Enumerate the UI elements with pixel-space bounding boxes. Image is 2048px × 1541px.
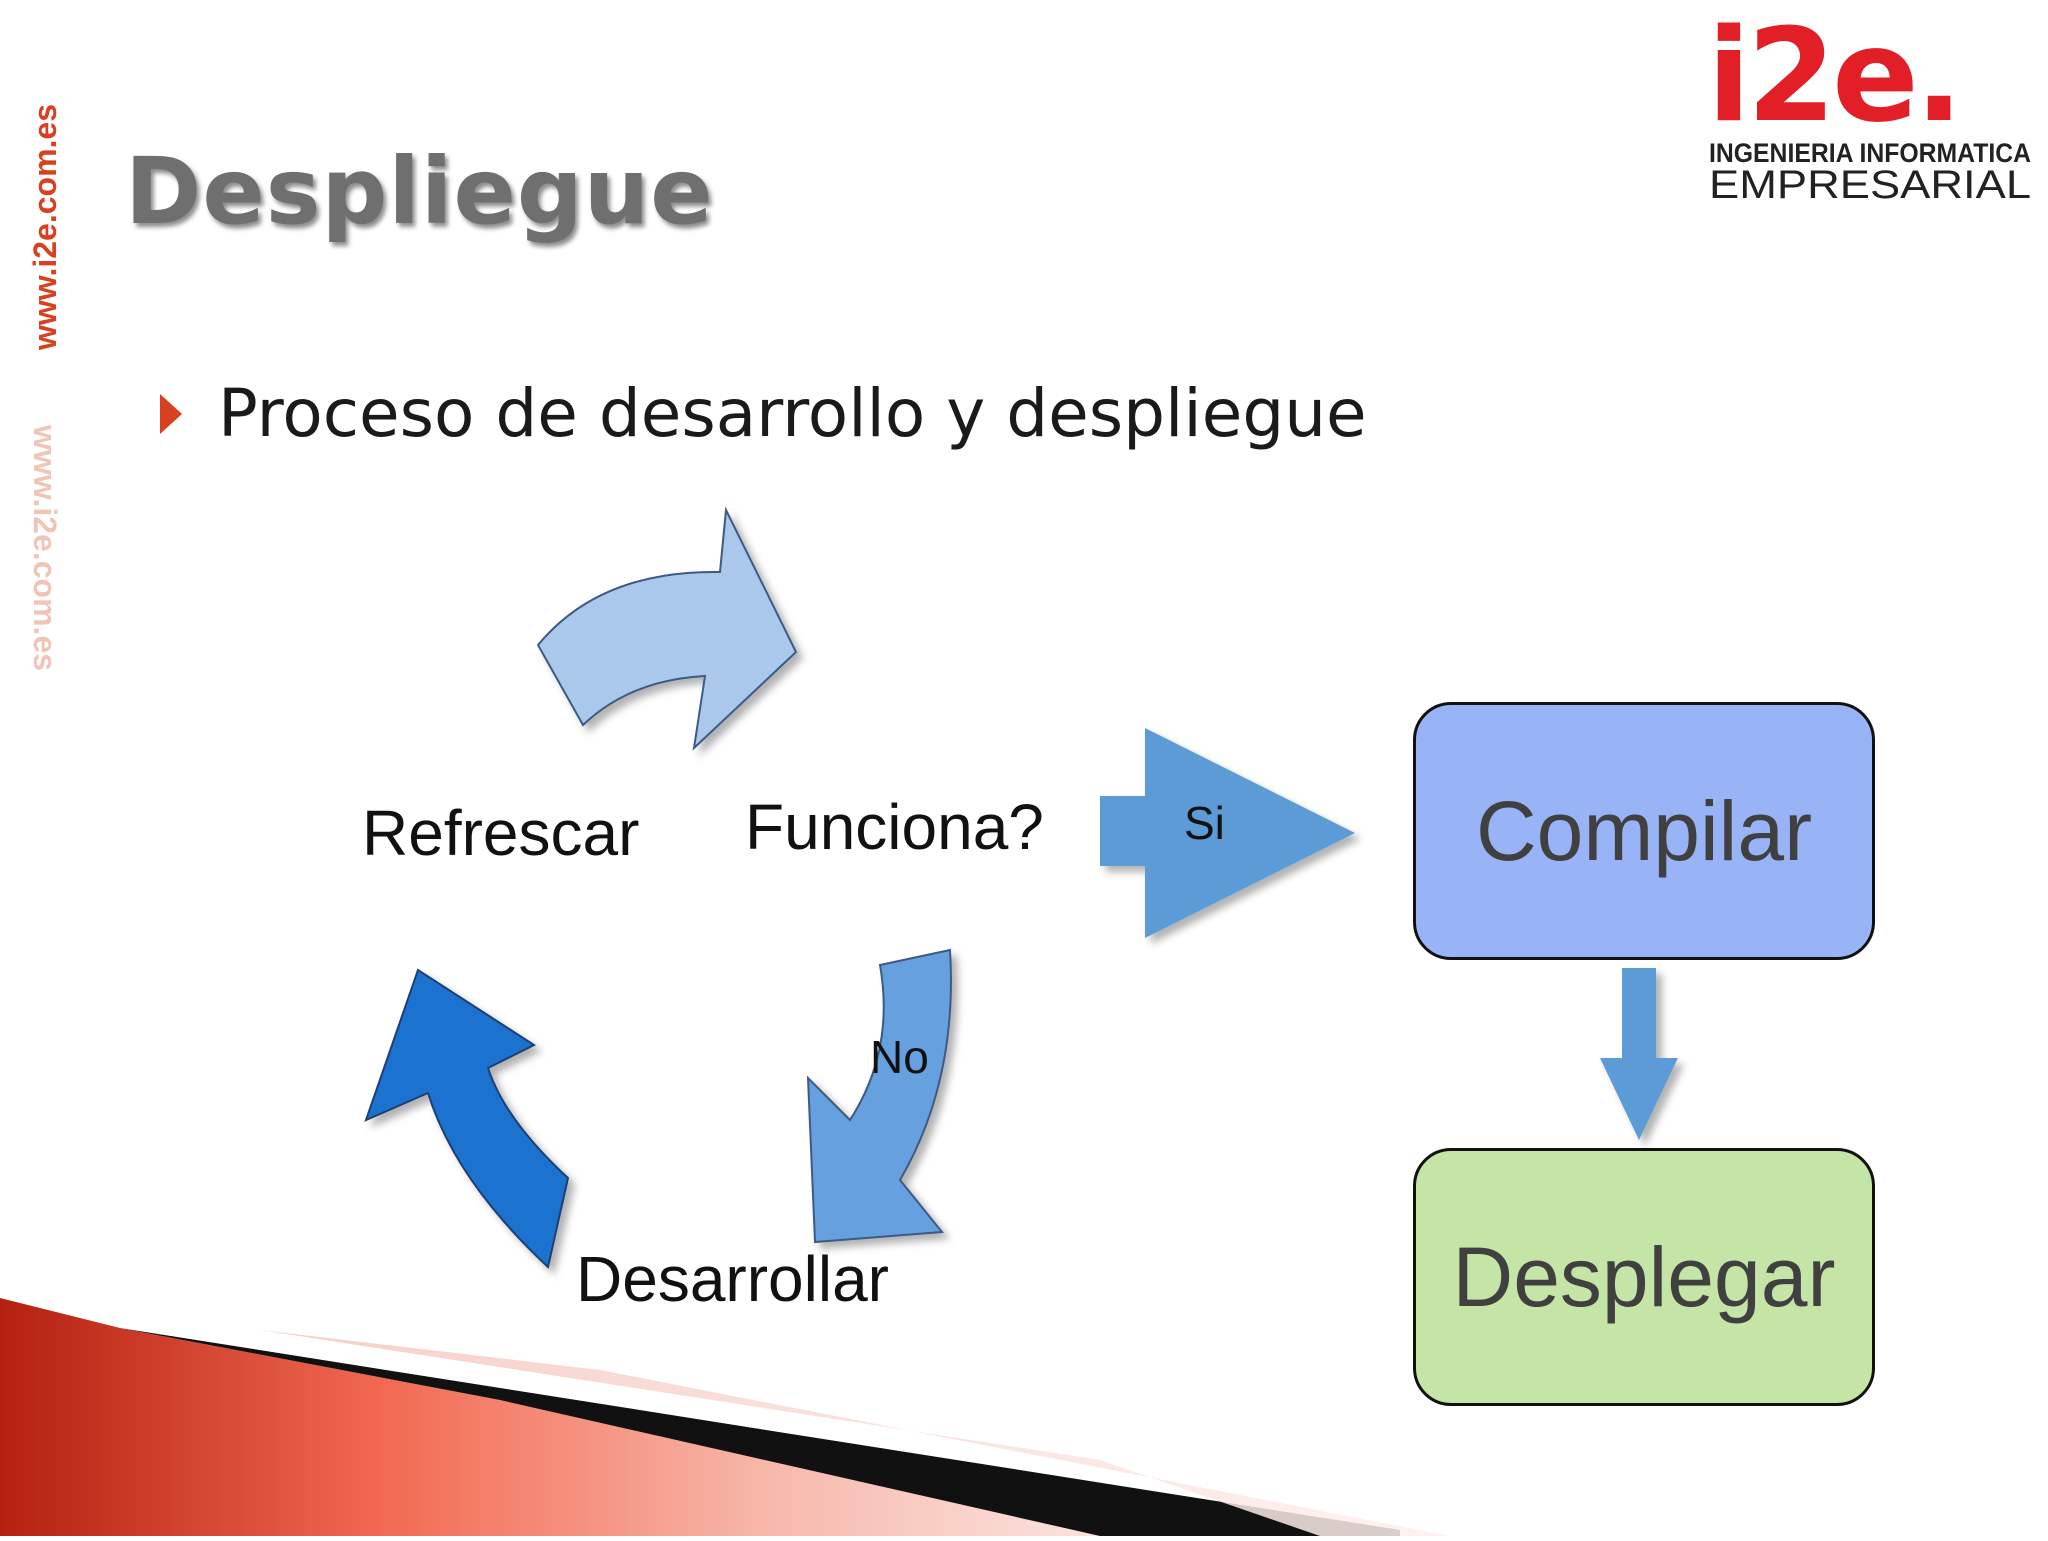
label-no: No <box>870 1031 929 1083</box>
cycle-arrow-no <box>806 948 952 1244</box>
label-refrescar: Refrescar <box>362 797 640 869</box>
bottom-swoosh-decoration <box>0 1298 1450 1536</box>
label-si: Si <box>1184 797 1225 849</box>
si-arrow <box>1100 728 1355 938</box>
bullet-arrow-icon <box>160 393 182 434</box>
bullet-item: Proceso de desarrollo y despliegue <box>158 375 1367 452</box>
company-logo: i2e. INGENIERIA INFORMATICA EMPRESARIAL <box>1705 2 2035 207</box>
logo-brand: i2e. <box>1707 12 1959 151</box>
logo-line2: EMPRESARIAL <box>1709 163 2031 202</box>
label-funciona: Funciona? <box>745 791 1044 863</box>
side-url-strip: www.i2e.com.es www.i2e.com.es <box>20 40 70 740</box>
side-url-bottom: www.i2e.com.es <box>27 424 63 671</box>
box-desplegar: Desplegar <box>1413 1148 1875 1406</box>
cycle-arrow-top <box>536 506 798 751</box>
compile-to-deploy-arrow <box>1600 968 1678 1140</box>
slide-title: Despliegue <box>125 138 714 245</box>
cycle-arrow-left <box>364 968 570 1269</box>
logo-line1: INGENIERIA INFORMATICA <box>1709 138 2031 168</box>
box-compilar: Compilar <box>1413 702 1875 960</box>
label-desarrollar: Desarrollar <box>576 1243 889 1315</box>
bullet-text: Proceso de desarrollo y despliegue <box>218 375 1367 452</box>
side-url-top: www.i2e.com.es <box>27 104 63 351</box>
